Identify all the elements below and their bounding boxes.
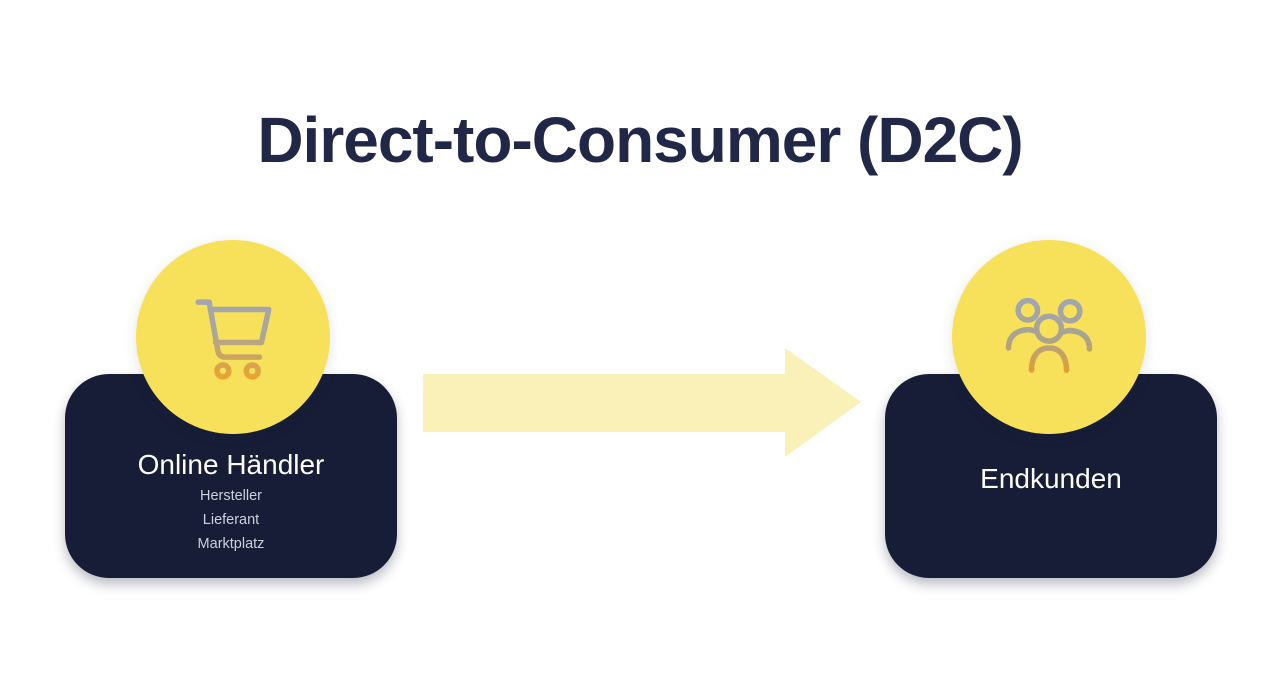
sublabel-hersteller: Hersteller <box>199 488 263 504</box>
source-badge-circle <box>136 240 330 434</box>
node-label-endkunden: Endkunden <box>980 463 1122 494</box>
sublabel-lieferant: Lieferant <box>202 512 260 528</box>
shopping-cart-icon <box>195 299 272 380</box>
target-badge-circle <box>952 240 1146 434</box>
page-title: Direct-to-Consumer (D2C) <box>257 104 1023 176</box>
node-sublabels: Hersteller Lieferant Marktplatz <box>65 484 397 556</box>
people-group-icon <box>1005 297 1093 373</box>
sublabel-marktplatz: Marktplatz <box>197 536 265 552</box>
node-label-online-haendler: Online Händler <box>137 449 325 480</box>
flow-arrow-right-icon <box>423 348 861 457</box>
